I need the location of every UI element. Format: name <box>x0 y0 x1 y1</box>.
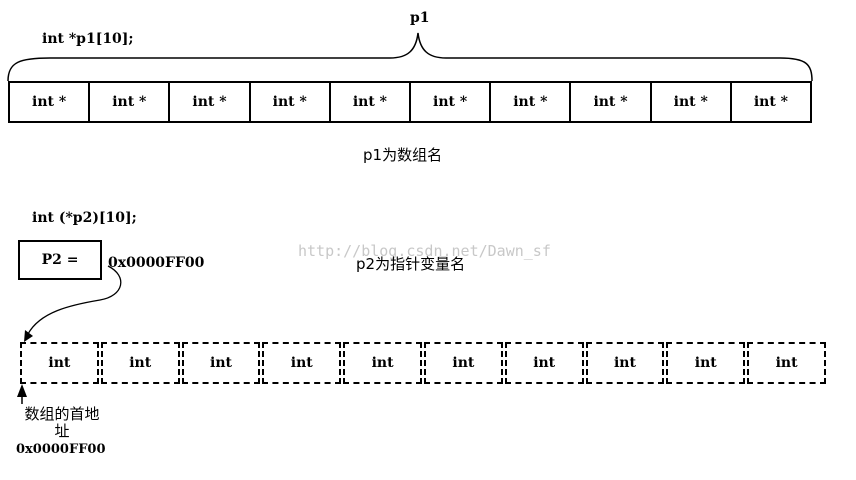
p2-cell: int <box>585 342 665 384</box>
p1-cell: int * <box>89 81 170 123</box>
p2-pointer-label: P2 = <box>41 252 79 268</box>
p1-cell: int * <box>730 81 813 123</box>
p1-cell: int * <box>570 81 651 123</box>
p1-cell: int * <box>249 81 330 123</box>
array-address-value: 0x0000FF00 <box>16 442 106 457</box>
p2-caption-text: p2为指针变量名 <box>356 255 466 273</box>
p2-caption: p2为指针变量名 <box>356 253 465 274</box>
p1-array: int *int *int *int *int *int *int *int *… <box>8 81 813 123</box>
array-address-label-line2: 址 <box>54 422 70 440</box>
p1-cell: int * <box>169 81 250 123</box>
p2-pointer-value: 0x0000FF00 <box>108 255 205 271</box>
p2-cell: int <box>100 342 180 384</box>
watermark: http://blog.csdn.net/Dawn_sf <box>298 242 551 260</box>
brace-label-p1: p1 <box>410 10 430 26</box>
p1-declaration: int *p1[10]; <box>42 31 134 47</box>
p2-declaration: int (*p2)[10]; <box>32 210 137 226</box>
p1-cell: int * <box>8 81 90 123</box>
address-arrow-head <box>17 384 27 397</box>
p2-cell: int <box>504 342 584 384</box>
p1-cell: int * <box>329 81 411 123</box>
array-address-label: 数组的首地 址 <box>18 406 106 440</box>
pointer-arrow-head <box>24 330 33 342</box>
p1-cell: int * <box>410 81 491 123</box>
p2-cell: int <box>20 342 99 384</box>
curly-brace <box>7 32 813 82</box>
p2-cell: int <box>666 342 746 384</box>
p2-cell: int <box>343 342 422 384</box>
p2-cell: int <box>181 342 261 384</box>
p2-cell: int <box>262 342 342 384</box>
p1-cell: int * <box>490 81 571 123</box>
pointer-arrow-curve <box>27 265 122 335</box>
p2-cell: int <box>423 342 503 384</box>
p2-pointer-box: P2 = <box>18 240 102 280</box>
array-address-label-line1: 数组的首地 <box>24 405 100 423</box>
p1-caption-text: p1为数组名 <box>363 146 443 164</box>
p1-cell: int * <box>650 81 731 123</box>
p1-caption: p1为数组名 <box>363 144 442 165</box>
p2-cell: int <box>747 342 826 384</box>
